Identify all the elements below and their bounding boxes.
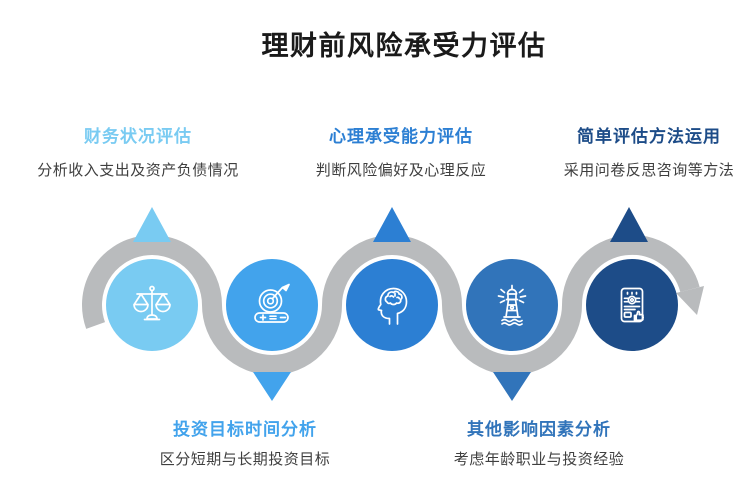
step-4-label-block: 其他影响因素分析 考虑年龄职业与投资经验 [454,415,625,469]
step-2-circle [226,259,318,351]
flow-path [82,234,700,375]
step-2-down-triangle-icon [253,372,291,401]
lighthouse-icon [497,284,527,326]
step-5-label-block: 简单评估方法运用 采用问卷反思咨询等方法 [564,122,735,180]
step-5-up-triangle-icon [610,207,648,242]
step-4-down-triangle-icon [493,372,531,401]
step-1-up-triangle-icon [133,207,171,242]
step-1-title: 财务状况评估 [83,127,192,146]
step-1-label-block: 财务状况评估 分析收入支出及资产负债情况 [37,122,239,180]
document-approval-icon [620,287,644,323]
step-1-desc: 分析收入支出及资产负债情况 [37,162,239,179]
step-5-title: 简单评估方法运用 [576,127,721,146]
step-3-desc: 判断风险偏好及心理反应 [315,162,487,179]
step-4-desc: 考虑年龄职业与投资经验 [453,451,625,468]
step-5-circle [586,259,678,351]
step-3-label-block: 心理承受能力评估 判断风险偏好及心理反应 [316,122,487,180]
step-2-label-block: 投资目标时间分析 区分短期与长期投资目标 [160,415,331,469]
flow-arrowhead-icon [676,286,704,315]
step-3-up-triangle-icon [373,207,411,242]
step-4-title: 其他影响因素分析 [466,420,611,439]
target-arrow-icon [254,283,290,323]
balance-scale-icon [133,285,171,321]
step-5-desc: 采用问卷反思咨询等方法 [563,162,735,179]
step-2-desc: 区分短期与长期投资目标 [159,451,331,468]
step-2-title: 投资目标时间分析 [172,420,317,439]
step-3-title: 心理承受能力评估 [328,127,473,146]
head-brain-icon [377,287,408,325]
page-title: 理财前风险承受力评估 [261,31,547,61]
